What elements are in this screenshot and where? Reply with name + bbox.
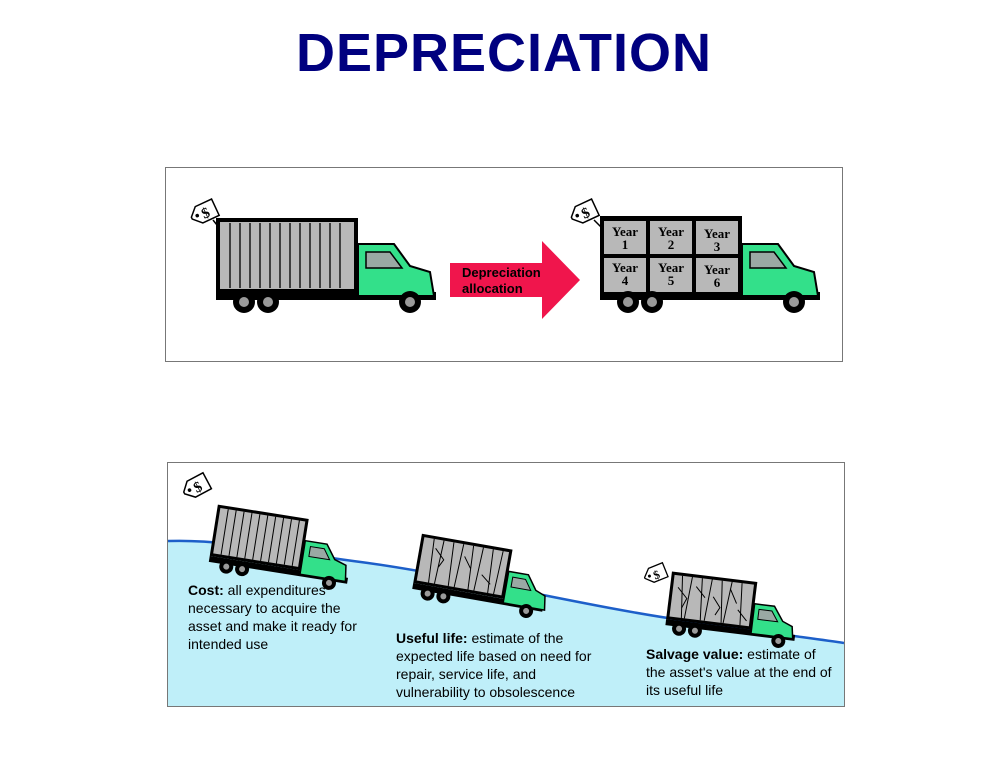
- salvage-value-term: Salvage value:: [646, 646, 744, 662]
- cost-description: all expenditures necessary to acquire th…: [188, 582, 357, 652]
- arrow-label-line-1: Depreciation: [462, 265, 541, 280]
- price-tag-small-icon: $: [643, 561, 669, 583]
- allocated-truck-icon: $: [570, 198, 820, 313]
- price-tag-icon: $: [182, 471, 213, 498]
- page-title: DEPRECIATION: [295, 23, 713, 83]
- new-truck-on-hill-icon: [208, 504, 349, 590]
- cost-caption: Cost: all expenditures necessary to acqu…: [188, 581, 358, 653]
- depreciation-allocation-panel: $: [165, 167, 843, 362]
- cost-term: Cost:: [188, 582, 224, 598]
- salvage-value-description: estimate of the asset's value at the end…: [646, 646, 832, 698]
- depreciation-factors-panel: $: [167, 462, 845, 707]
- hill-illustration: $: [168, 471, 844, 706]
- useful-life-description: estimate of the expected life based on n…: [396, 630, 592, 700]
- salvage-value-caption: Salvage value: estimate of the asset's v…: [646, 645, 838, 699]
- arrow-label: Depreciation allocation: [462, 265, 572, 297]
- old-truck-on-hill-icon: [665, 571, 796, 648]
- useful-life-caption: Useful life: estimate of the expected li…: [396, 629, 596, 701]
- price-tag-symbol-small: $: [651, 567, 662, 582]
- new-truck-icon: $: [190, 198, 436, 313]
- allocation-illustration: $: [190, 198, 820, 319]
- useful-life-term: Useful life:: [396, 630, 468, 646]
- used-truck-on-hill-icon: [412, 533, 546, 618]
- arrow-label-line-2: allocation: [462, 281, 523, 296]
- depreciation-arrow: [450, 241, 580, 319]
